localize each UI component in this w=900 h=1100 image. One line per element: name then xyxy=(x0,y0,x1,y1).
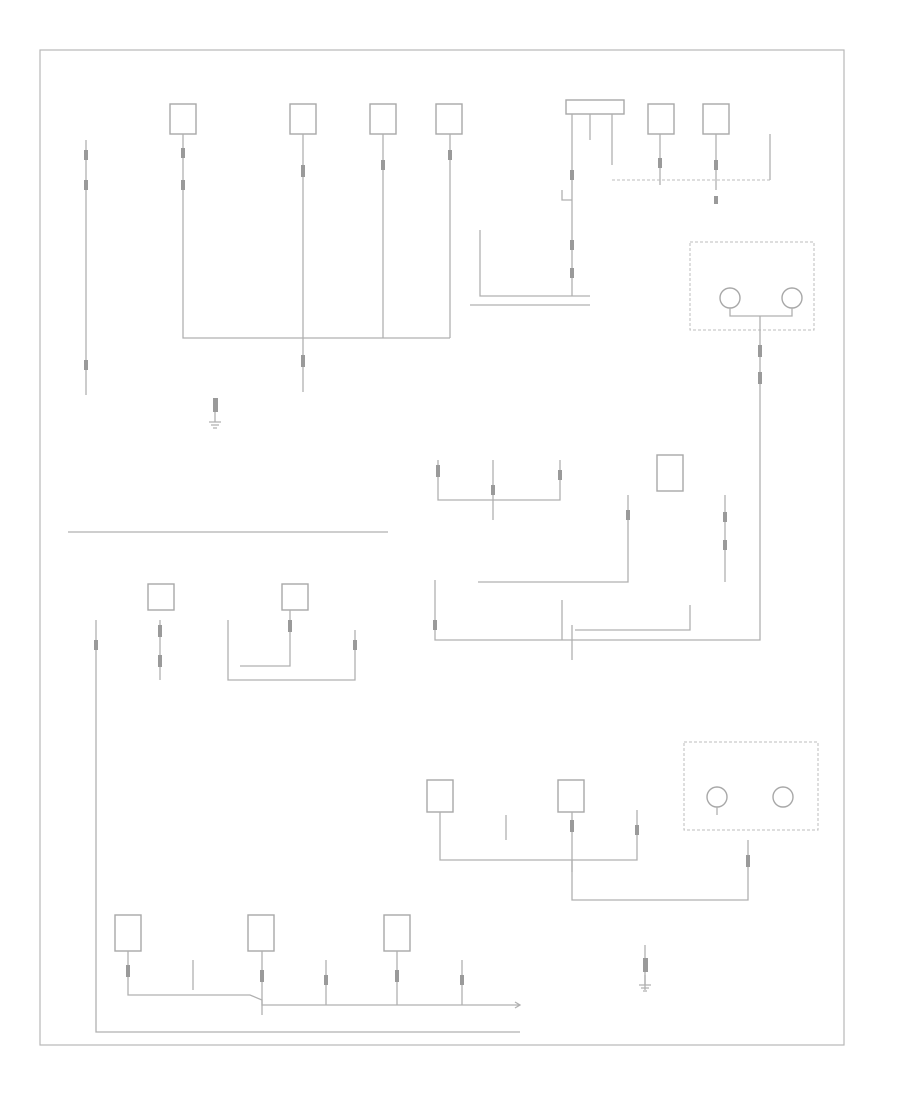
component-box-11 xyxy=(281,583,309,611)
connector-mark-15 xyxy=(714,160,718,170)
wire-21 xyxy=(434,580,572,641)
wire-28 xyxy=(240,610,291,667)
connector-mark-3 xyxy=(181,148,185,158)
connector-mark-28 xyxy=(158,655,162,667)
connector-mark-19 xyxy=(436,465,440,477)
connector-mark-17 xyxy=(758,345,762,357)
lamp-bulb-1 xyxy=(719,287,741,309)
lamp-bulb-4 xyxy=(772,786,794,808)
diagram-border xyxy=(39,49,845,1046)
wire-19 xyxy=(478,495,629,583)
connector-mark-7 xyxy=(448,150,452,160)
connector-mark-33 xyxy=(635,825,639,835)
ground-symbol-2 xyxy=(639,975,651,992)
connector-mark-31 xyxy=(746,855,750,867)
component-box-7 xyxy=(647,103,675,135)
component-box-2 xyxy=(169,103,197,135)
top-left-component-group xyxy=(62,76,463,429)
right-tail-lamp-assembly xyxy=(571,741,819,901)
connector-mark-34 xyxy=(643,958,648,972)
connector-mark-1 xyxy=(84,150,88,160)
right-tail-lamp-frame xyxy=(683,741,819,831)
connector-mark-6 xyxy=(381,160,385,170)
connector-mark-24 xyxy=(723,540,727,550)
connector-mark-26 xyxy=(94,640,98,650)
component-box-3 xyxy=(289,103,317,135)
component-box-4 xyxy=(369,103,397,135)
connector-mark-20 xyxy=(491,485,495,495)
connector-mark-27 xyxy=(158,625,162,637)
connector-mark-12 xyxy=(570,240,574,250)
connector-mark-37 xyxy=(324,975,328,985)
connector-mark-22 xyxy=(626,510,630,520)
left-tail-lamp-frame xyxy=(689,241,815,331)
ground-symbol-1 xyxy=(209,412,221,429)
connector-mark-14 xyxy=(658,158,662,168)
component-box-13 xyxy=(557,779,585,813)
connector-mark-9 xyxy=(213,398,218,412)
connector-mark-4 xyxy=(181,180,185,190)
wire-24 xyxy=(575,605,691,631)
wire-17 xyxy=(437,460,561,501)
left-tail-lamp-assembly xyxy=(572,241,815,641)
wire-34 xyxy=(572,810,638,861)
wire-16 xyxy=(572,308,793,641)
connector-mark-10 xyxy=(301,355,305,367)
connector-mark-39 xyxy=(460,975,464,985)
wire-27 xyxy=(227,620,356,681)
wire-13 xyxy=(561,190,572,201)
connector-mark-38 xyxy=(395,970,399,982)
wire-2 xyxy=(182,134,450,339)
lamp-bulb-2 xyxy=(781,287,803,309)
wire-38 xyxy=(261,951,520,1006)
connector-mark-2 xyxy=(84,180,88,190)
connector-mark-11 xyxy=(570,170,574,180)
component-box-8 xyxy=(702,103,730,135)
wire-arrow xyxy=(514,1001,522,1009)
wire-31 xyxy=(439,812,572,861)
connector-mark-8 xyxy=(84,360,88,370)
middle-right-component-group xyxy=(433,454,727,660)
component-box-9 xyxy=(656,454,684,492)
component-box-16 xyxy=(383,914,411,952)
connector-mark-16 xyxy=(714,196,718,204)
connector-mark-29 xyxy=(288,620,292,632)
bottom-component-row xyxy=(114,914,522,1015)
connector-mark-32 xyxy=(570,820,574,832)
connector-mark-35 xyxy=(126,965,130,977)
component-box-15 xyxy=(247,914,275,952)
wire-36 xyxy=(127,951,263,1015)
connector-mark-18 xyxy=(758,372,762,384)
lower-middle-component-group xyxy=(426,779,651,992)
component-label-1 xyxy=(62,76,102,98)
component-box-6 xyxy=(565,99,625,115)
wire-25 xyxy=(95,620,520,1033)
lamp-bulb-3 xyxy=(706,786,728,808)
component-box-12 xyxy=(426,779,454,813)
connector-mark-23 xyxy=(723,512,727,522)
component-box-10 xyxy=(147,583,175,611)
connector-mark-5 xyxy=(301,165,305,177)
instrument-panel-section xyxy=(68,531,520,1033)
connector-mark-36 xyxy=(260,970,264,982)
component-box-14 xyxy=(114,914,142,952)
wire-14 xyxy=(479,230,590,297)
component-box-5 xyxy=(435,103,463,135)
connector-mark-25 xyxy=(433,620,437,630)
connector-mark-30 xyxy=(353,640,357,650)
top-right-component-group xyxy=(470,99,771,306)
wire-30 xyxy=(571,840,749,901)
connector-mark-13 xyxy=(570,268,574,278)
connector-mark-21 xyxy=(558,470,562,480)
